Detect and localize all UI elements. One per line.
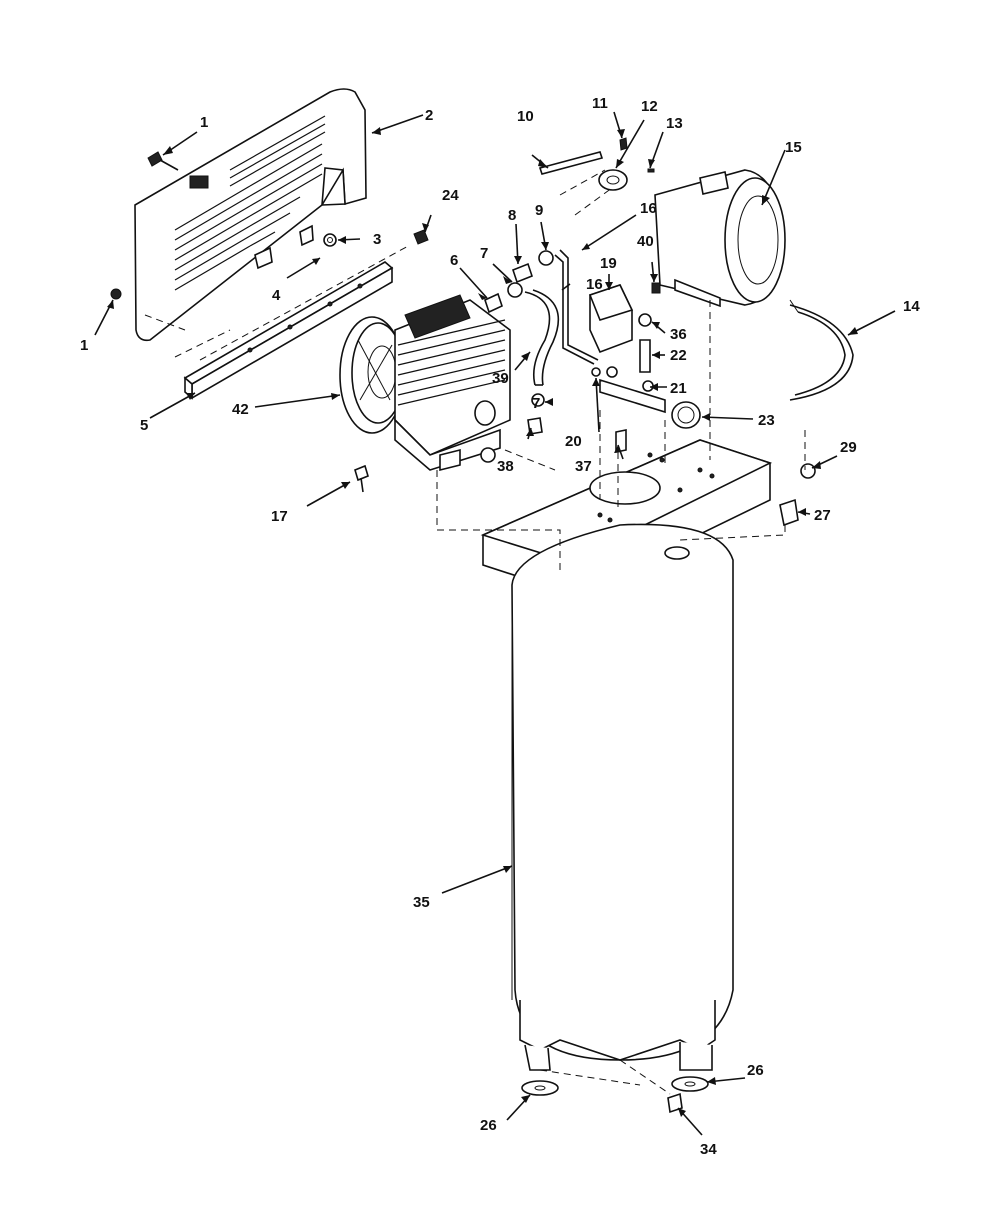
callout-8: 8	[508, 207, 516, 224]
nut-3	[323, 233, 337, 247]
fitting-36	[638, 313, 652, 327]
callout-4: 4	[272, 287, 281, 304]
safety-valve-22	[639, 339, 651, 373]
compressor-pump	[339, 294, 511, 472]
air-tank-35	[511, 523, 734, 1071]
callout-11: 11	[592, 95, 608, 112]
callout-26a: 26	[480, 1117, 497, 1134]
pressure-switch-19	[588, 284, 634, 354]
callout-17: 17	[271, 508, 288, 525]
callout-16a: 16	[640, 200, 657, 217]
rubber-foot-26b	[671, 1076, 709, 1092]
callout-9: 9	[535, 202, 543, 219]
unloader-tube-16	[554, 249, 599, 365]
callout-7a: 7	[480, 245, 488, 262]
screw-11	[619, 137, 628, 151]
callout-21: 21	[670, 380, 687, 397]
callout-23: 23	[758, 412, 775, 429]
callout-26b: 26	[747, 1062, 764, 1079]
callout-1b: 1	[80, 337, 88, 354]
nut-7b	[531, 393, 545, 407]
power-cord-14	[789, 299, 854, 401]
plug-20	[591, 367, 601, 377]
fitting-27	[779, 498, 799, 527]
nut-9	[538, 250, 554, 266]
manifold-21	[599, 366, 666, 414]
leader-lines	[94, 111, 896, 1136]
electric-motor-15	[654, 169, 786, 308]
callout-14: 14	[903, 298, 920, 315]
callout-27: 27	[814, 507, 831, 524]
key-13	[647, 168, 655, 173]
fitting-6	[484, 292, 503, 314]
callout-3: 3	[373, 231, 381, 248]
callout-38: 38	[497, 458, 514, 475]
callout-1a: 1	[200, 114, 208, 131]
drain-valve-34	[667, 1092, 683, 1114]
guard-screw-1	[147, 151, 179, 171]
callout-7b: 7	[532, 395, 540, 412]
callout-34: 34	[700, 1141, 717, 1158]
callout-40: 40	[637, 233, 654, 250]
hose-39	[524, 289, 560, 386]
bolt-17	[354, 464, 369, 493]
callout-42: 42	[232, 401, 249, 418]
callout-5: 5	[140, 417, 148, 434]
callout-19: 19	[600, 255, 617, 272]
pressure-gauge-23	[671, 401, 701, 429]
callout-39: 39	[492, 370, 509, 387]
callout-22: 22	[670, 347, 687, 364]
leader-arrowheads	[107, 127, 858, 1117]
callout-15: 15	[785, 139, 802, 156]
screw-40	[651, 282, 661, 294]
fitting-8	[512, 262, 533, 284]
rubber-foot-26a	[521, 1080, 559, 1096]
callout-16b: 16	[586, 276, 603, 293]
belt-guard	[134, 88, 367, 342]
callout-2: 2	[425, 107, 433, 124]
callout-37: 37	[575, 458, 592, 475]
callout-24: 24	[442, 187, 459, 204]
assembly-lines	[144, 169, 806, 1095]
nut-29	[800, 463, 816, 479]
callout-29: 29	[840, 439, 857, 456]
callout-labels: 1 2 11 12 13 10 15 16 24 3 8 9 40 6 7 19…	[80, 95, 920, 1158]
belt-10	[538, 151, 604, 175]
callout-35: 35	[413, 894, 430, 911]
callout-13: 13	[666, 115, 683, 132]
callout-20: 20	[565, 433, 582, 450]
callout-12: 12	[641, 98, 658, 115]
motor-pulley-12	[598, 169, 628, 191]
screw-24	[413, 229, 429, 245]
callout-10: 10	[517, 108, 534, 125]
callout-36: 36	[670, 326, 687, 343]
nut-7	[507, 282, 523, 298]
callout-6: 6	[450, 252, 458, 269]
guard-screw-1b	[110, 288, 122, 300]
